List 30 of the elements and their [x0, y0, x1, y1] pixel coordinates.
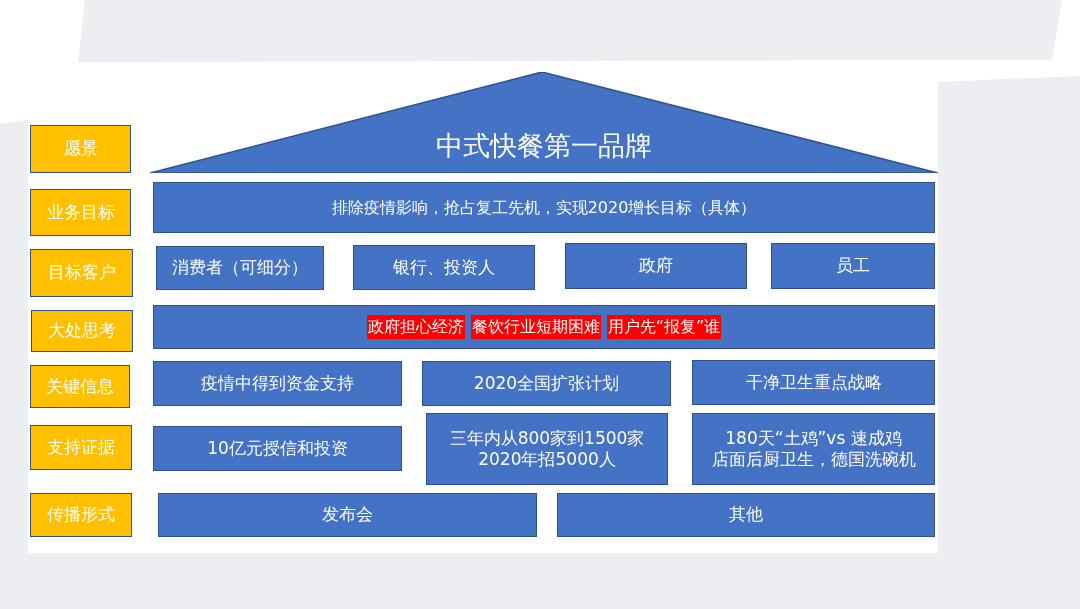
highlighted-text: 餐饮行业短期困难	[470, 315, 601, 339]
content-box: 排除疫情影响，抢占复工先机，实现2020增长目标（具体）	[153, 182, 935, 233]
row-label: 传播形式	[30, 493, 132, 537]
roof-shape	[150, 72, 938, 173]
content-box: 疫情中得到资金支持	[153, 361, 402, 406]
content-box: 银行、投资人	[353, 245, 535, 290]
roof-title: 中式快餐第一品牌	[436, 129, 652, 163]
content-box: 消费者（可细分）	[156, 246, 324, 290]
row-label: 大处思考	[31, 310, 133, 352]
content-box: 政府	[565, 243, 747, 289]
row-label: 目标客户	[30, 249, 133, 297]
banner-bar	[153, 305, 935, 349]
box-text: 三年内从800家到1500家	[449, 427, 645, 449]
content-box: 发布会	[158, 493, 537, 537]
row-label: 业务目标	[30, 189, 131, 236]
content-box: 其他	[557, 493, 935, 537]
box-text: 180天“土鸡”vs 速成鸡	[725, 427, 902, 449]
box-text: 店面后厨卫生，德国洗碗机	[711, 449, 916, 471]
content-box: 干净卫生重点战略	[692, 360, 935, 405]
box-text: 2020年招5000人	[478, 449, 616, 471]
row-label: 关键信息	[30, 365, 130, 408]
content-box: 10亿元授信和投资	[153, 426, 402, 471]
row-label: 支持证据	[30, 425, 132, 470]
row-label: 愿景	[30, 125, 131, 173]
content-box: 2020全国扩张计划	[422, 361, 671, 406]
highlighted-text: 用户先“报复”谁	[606, 315, 722, 339]
content-box: 员工	[771, 243, 935, 289]
content-box	[426, 413, 668, 485]
content-box	[692, 413, 935, 485]
highlighted-text: 政府担心经济	[366, 315, 465, 339]
